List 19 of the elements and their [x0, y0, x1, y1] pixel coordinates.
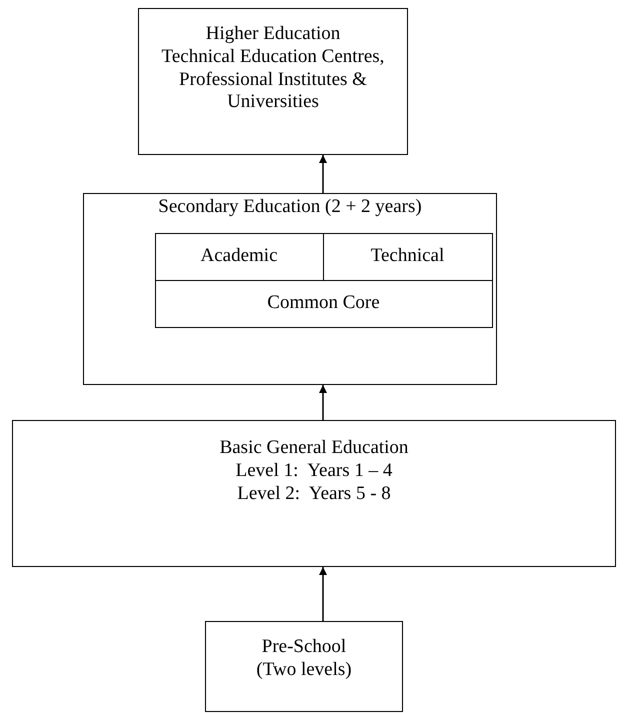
track-box — [154, 280, 492, 328]
stage-detail: Level 1: Years 1 – 4 — [236, 460, 392, 483]
stage-title: Common Core — [267, 292, 380, 315]
stage-detail: Technical Education Centres, Professional Institutes & Universities — [160, 46, 386, 114]
arrow — [319, 385, 327, 420]
stage-title: Basic General Education — [220, 437, 408, 460]
stage-title: Secondary Education (2 + 2 years) — [158, 196, 422, 219]
stage-box — [205, 621, 403, 712]
stage-detail: (Two levels) — [256, 658, 352, 682]
stage-box — [138, 8, 408, 155]
stage-title: Technical — [370, 245, 444, 268]
arrow — [319, 155, 327, 193]
stage-title: Academic — [200, 245, 278, 268]
stage-title: Higher Education — [206, 23, 340, 46]
stage-title: Pre-School — [262, 636, 346, 659]
stage-box — [12, 420, 616, 567]
arrow — [319, 567, 327, 621]
stage-detail: Level 2: Years 5 - 8 — [237, 482, 391, 506]
stage-box — [83, 193, 497, 385]
